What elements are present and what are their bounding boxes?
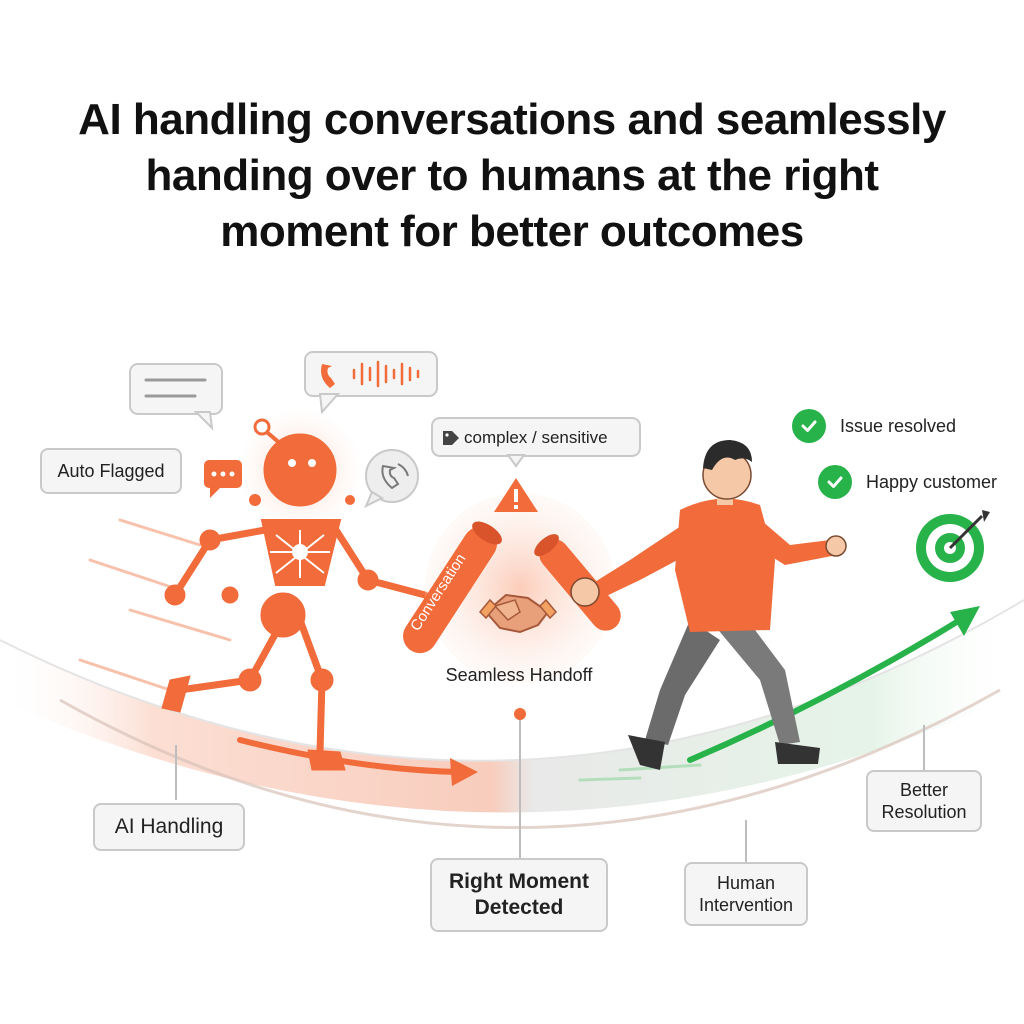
conversation-baton <box>403 521 502 654</box>
chat-bubble-icon <box>129 363 223 431</box>
title-line-2: handing over to humans at the right <box>145 151 879 200</box>
outcome-happy-customer: Happy customer <box>818 465 997 499</box>
human-agent-icon <box>570 440 847 770</box>
outcome-text: Issue resolved <box>840 415 957 436</box>
voice-call-bubble <box>304 351 438 415</box>
phone-icon <box>321 364 335 388</box>
human-line-1: Human <box>716 873 776 893</box>
track-lower-line <box>59 688 1001 830</box>
handshake-icon <box>478 593 558 634</box>
right-moment-line-2: Detected <box>474 896 564 919</box>
right-moment-line-1: Right Moment <box>449 870 589 893</box>
right-moment-detected-label: Right Moment Detected <box>430 858 608 932</box>
connector-lines <box>175 715 925 862</box>
tag-icon <box>443 431 459 445</box>
check-icon <box>818 465 852 499</box>
title-line-1: AI handling conversations and seamlessly <box>78 95 946 144</box>
phone-bubble-icon <box>364 449 419 509</box>
auto-flagged-label: Auto Flagged <box>40 448 182 494</box>
human-line-2: Intervention <box>698 895 794 915</box>
seamless-handoff-label: Seamless Handoff <box>446 665 594 685</box>
ai-handling-text: AI Handling <box>114 815 224 838</box>
ai-handling-label: AI Handling <box>93 803 245 851</box>
speed-streaks-left <box>78 518 232 692</box>
ai-robot-icon <box>161 418 429 771</box>
better-line-2: Resolution <box>881 802 967 822</box>
waveform-icon <box>352 360 420 388</box>
better-resolution-label: Better Resolution <box>866 770 982 832</box>
target-icon <box>916 510 990 582</box>
better-line-1: Better <box>899 780 949 800</box>
title-line-3: moment for better outcomes <box>220 207 804 256</box>
orange-chat-icon <box>204 460 242 498</box>
human-intervention-label: Human Intervention <box>684 862 808 926</box>
track-band <box>0 600 1024 813</box>
outcome-issue-resolved: Issue resolved <box>792 409 956 443</box>
ai-progress-arrow <box>237 737 478 786</box>
complex-sensitive-label: complex / sensitive <box>464 428 608 447</box>
outcome-text: Happy customer <box>866 471 998 492</box>
right-moment-marker <box>514 708 526 720</box>
page-title: AI handling conversations and seamlessly… <box>0 92 1024 260</box>
track-upper-line <box>0 599 1024 762</box>
complex-sensitive-tag <box>431 417 641 468</box>
check-icon <box>792 409 826 443</box>
warning-icon <box>494 478 538 512</box>
auto-flagged-text: Auto Flagged <box>57 460 165 481</box>
